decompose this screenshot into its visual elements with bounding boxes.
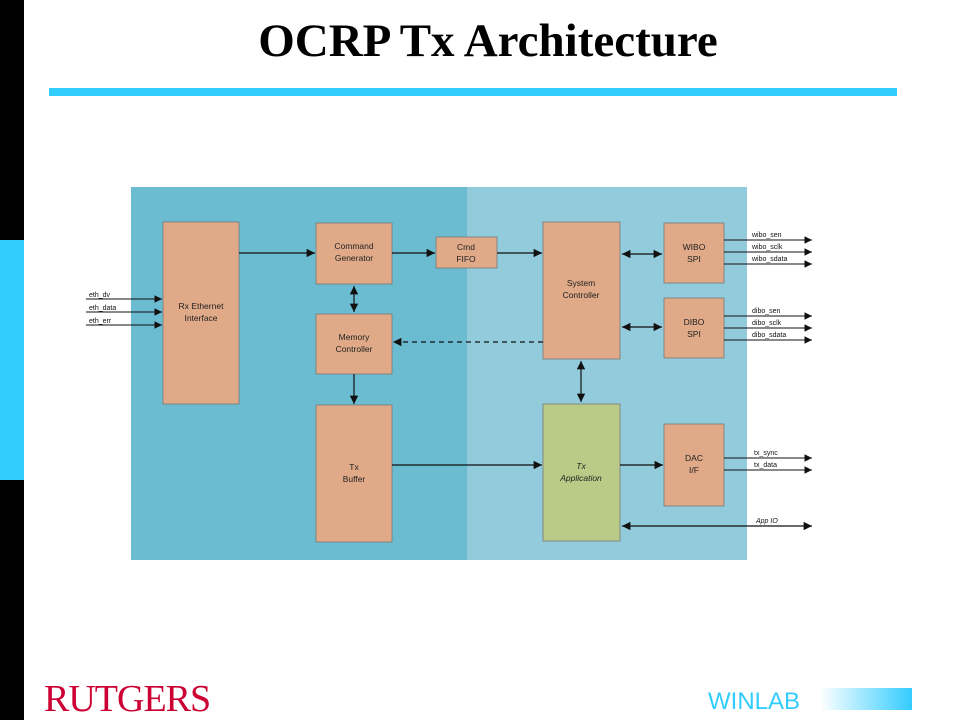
block-system-controller-line1: System [567,278,595,288]
block-tx-application: Tx Application [542,403,621,542]
signal-eth-data: eth_data [89,305,116,312]
block-system-controller: System Controller [542,221,621,360]
signal-eth-err: eth_err [89,318,112,325]
block-dac-if-line2: I/F [689,465,699,475]
block-wibo-spi-line2: SPI [687,254,701,264]
signal-wibo-sclk: wibo_sclk [751,244,783,251]
block-rx-ethernet: Rx Ethernet Interface [162,221,240,405]
block-memory-controller-line2: Controller [336,344,373,354]
block-rx-ethernet-line1: Rx Ethernet [179,301,225,311]
block-wibo-spi: WIBO SPI [663,222,725,284]
winlab-logo: WINLAB [708,688,801,715]
block-memory-controller: Memory Controller [315,313,393,375]
block-cmd-fifo-line2: FIFO [456,254,476,264]
signal-dibo-sen: dibo_sen [752,308,781,315]
slide-title: OCRP Tx Architecture [258,15,718,67]
rutgers-logo: RUTGERS [44,678,211,720]
block-tx-buffer-line1: Tx [349,462,359,472]
winlab-gradient-bar [820,688,912,710]
block-command-generator: Command Generator [315,222,393,285]
block-memory-controller-line1: Memory [339,332,370,342]
block-tx-buffer-line2: Buffer [343,474,366,484]
block-dac-if: DAC I/F [663,423,725,507]
block-wibo-spi-line1: WIBO [683,242,706,252]
signal-tx-data: tx_data [754,462,777,469]
block-tx-buffer: Tx Buffer [315,404,393,543]
signal-app-io: App IO [755,518,778,525]
signal-dibo-sdata: dibo_sdata [752,332,786,339]
signal-eth-dv: eth_dv [89,292,111,299]
block-dibo-spi-line1: DIBO [684,317,705,327]
signal-dibo-sclk: dibo_sclk [752,320,782,327]
block-dac-if-line1: DAC [685,453,703,463]
block-cmd-fifo: Cmd FIFO [435,236,498,269]
left-accent-bar [0,240,24,480]
signal-wibo-sen: wibo_sen [751,232,782,239]
block-system-controller-line2: Controller [563,290,600,300]
signal-wibo-sdata: wibo_sdata [751,256,788,263]
block-tx-application-line1: Tx [576,461,586,471]
block-rx-ethernet-line2: Interface [184,313,217,323]
block-tx-application-line2: Application [559,473,602,483]
block-dibo-spi: DIBO SPI [663,297,725,359]
block-cmd-fifo-line1: Cmd [457,242,475,252]
block-command-generator-line1: Command [334,241,373,251]
signal-tx-sync: tx_sync [754,450,778,457]
title-underline [49,88,897,96]
block-dibo-spi-line2: SPI [687,329,701,339]
block-command-generator-line2: Generator [335,253,373,263]
